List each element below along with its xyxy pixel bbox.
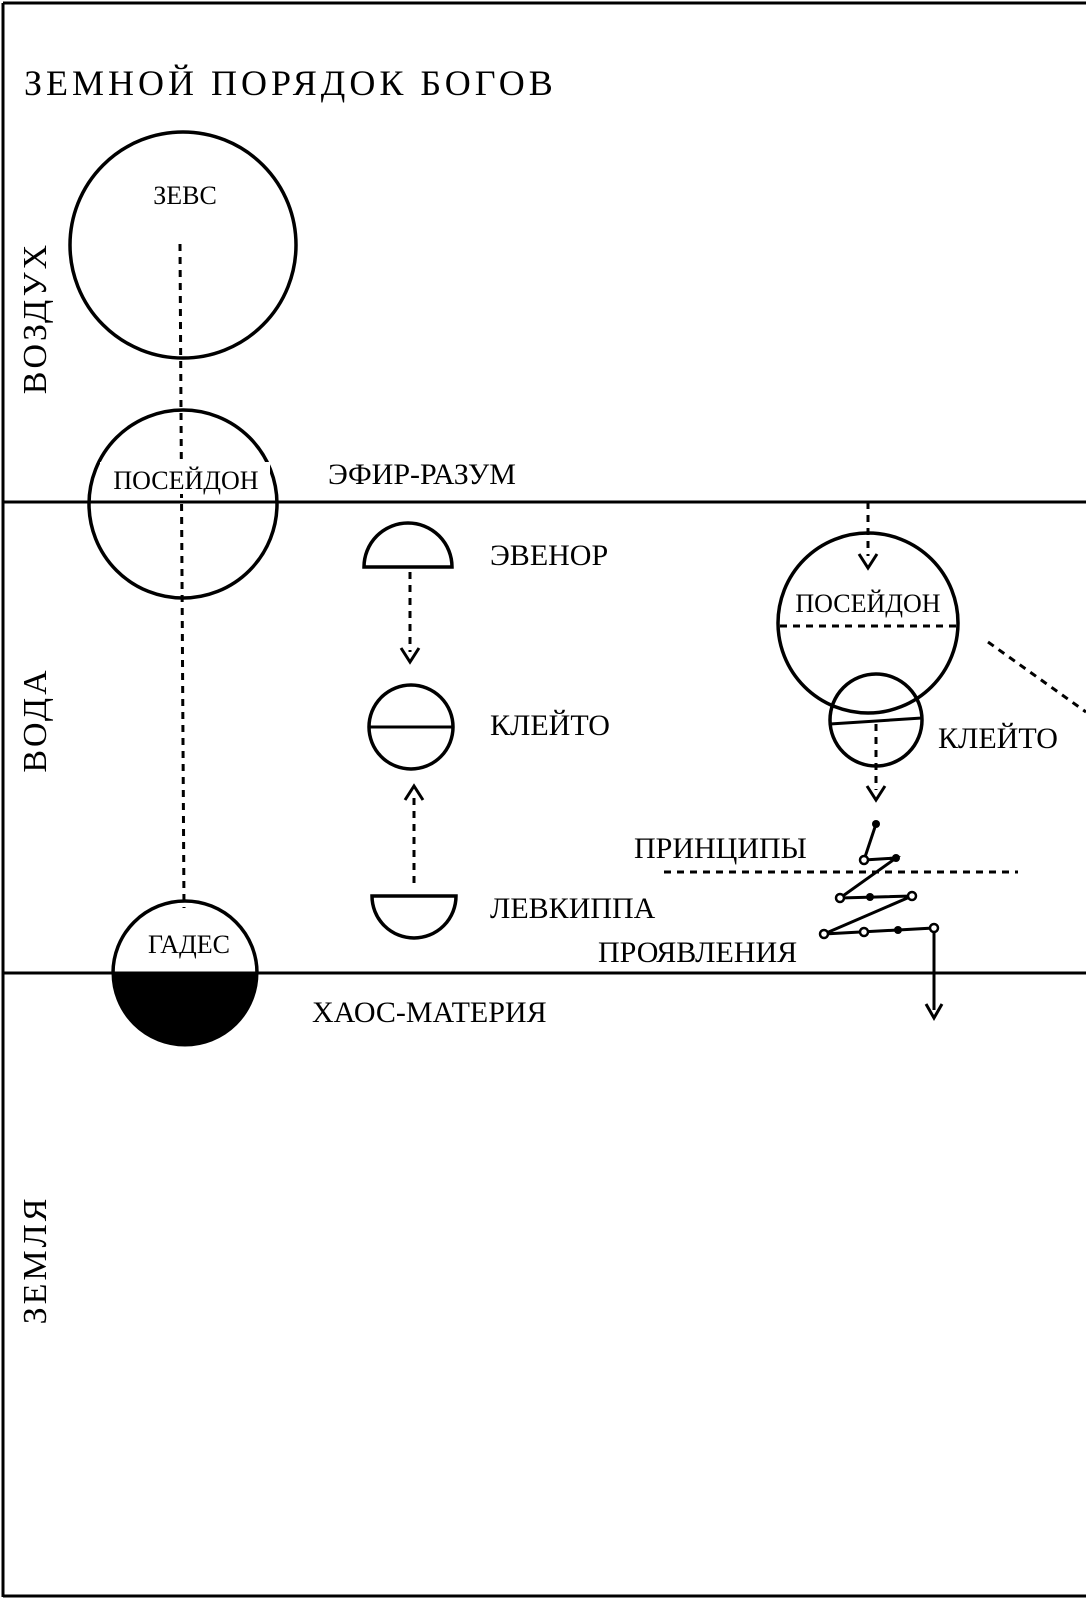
arrowhead-down-icon	[399, 647, 421, 665]
zigzag-path	[823, 823, 936, 1010]
right-poseidon-label: ПОСЕЙДОН	[795, 589, 940, 618]
chaos-matter-label: ХАОС-МАТЕРИЯ	[312, 996, 547, 1029]
zeus-circle	[68, 130, 298, 360]
ether-mind-label: ЭФИР-РАЗУМ	[328, 458, 516, 491]
node-dot	[858, 854, 870, 866]
manifestations-label: ПРОЯВЛЕНИЯ	[598, 936, 797, 969]
hades-label: ГАДЕС	[148, 930, 230, 959]
poseidon-label: ПОСЕЙДОН	[113, 466, 258, 495]
arrowhead-up-icon	[403, 783, 425, 801]
principles-label: ПРИНЦИПЫ	[634, 832, 807, 865]
node-dot	[928, 922, 940, 934]
arrowhead-down-icon	[865, 785, 887, 803]
diagram-title: ЗЕМНОЙ ПОРЯДОК БОГОВ	[24, 63, 557, 103]
left-axis-dashed	[178, 243, 186, 909]
node-dot	[872, 820, 880, 828]
right-kleito-divider	[829, 716, 923, 726]
zone-label-water: ВОДА	[17, 667, 54, 772]
evenor-semicircle	[362, 521, 454, 569]
node-dot	[906, 890, 918, 902]
node-dot	[866, 893, 874, 901]
arrowhead-down-icon	[857, 553, 879, 571]
zone-label-air: ВОЗДУХ	[17, 242, 54, 394]
right-poseidon-circle	[776, 531, 960, 715]
zone-label-earth: ЗЕМЛЯ	[17, 1196, 54, 1325]
node-dot	[858, 926, 870, 938]
evenor-label: ЭВЕНОР	[490, 539, 608, 572]
node-dot	[894, 926, 902, 934]
hades-dark-half	[111, 971, 259, 1047]
arrowhead-down-icon	[924, 1003, 944, 1022]
leukippe-semicircle	[370, 894, 458, 940]
node-dot	[834, 892, 846, 904]
kleito-label: КЛЕЙТО	[490, 709, 610, 742]
zeus-label: ЗЕВС	[153, 181, 217, 210]
diagonal-dashed	[987, 640, 1086, 714]
leukippe-label: ЛЕВКИППА	[490, 892, 656, 925]
poseidon-circle	[87, 408, 279, 600]
right-kleito-label: КЛЕЙТО	[938, 722, 1058, 755]
node-dot	[892, 854, 900, 862]
hades-upper-arc	[111, 899, 259, 974]
node-dot	[818, 928, 830, 940]
